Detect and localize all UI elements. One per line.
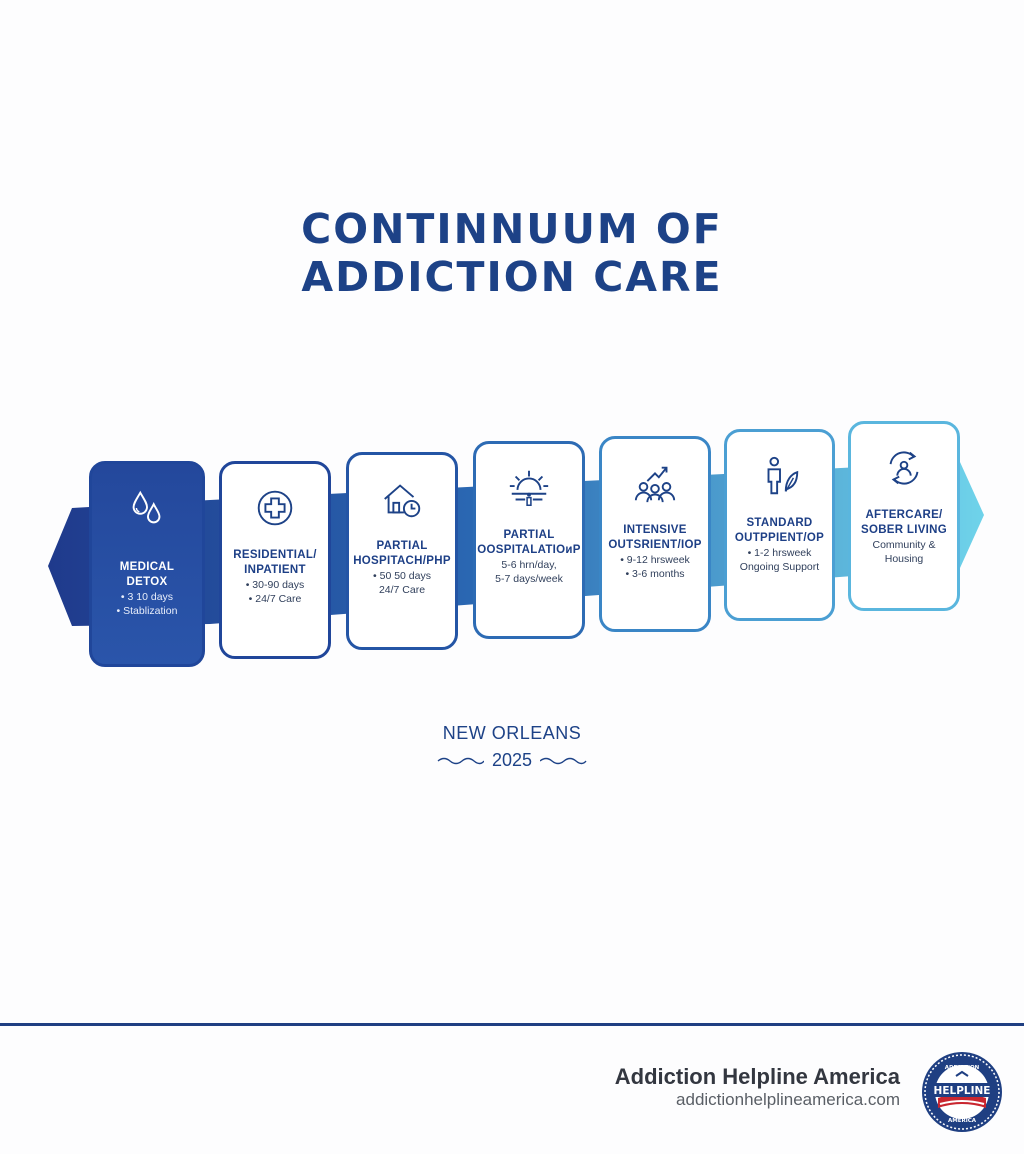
title-line-1: CONTINNUUM OF [301, 205, 723, 253]
stage-card: MEDICAL DETOX • 3 10 days • Stablization [89, 461, 205, 667]
stage-label: AFTERCARE/SOBER LIVING [857, 508, 951, 538]
location-label: NEW ORLEANS [442, 723, 582, 743]
year-label: 2025 [491, 750, 533, 770]
brand-url[interactable]: addictionhelplineamerica.com [676, 1090, 900, 1109]
water-drops-icon [124, 486, 170, 530]
stage-label-line: HOSPITACH/PHP [353, 555, 451, 567]
stage-label-line: OOSPITALATIOᴎP [477, 544, 581, 556]
stage-label-line: AFTERCARE/ [865, 509, 943, 521]
stage-label-line: PARTIAL [503, 529, 555, 541]
stage-detail: Ongoing Support [739, 561, 820, 573]
title-line-2: ADDICTION CARE [301, 253, 723, 301]
stage-detail: • 9-12 hrsweek [620, 554, 690, 566]
wave-right-icon [540, 757, 587, 764]
stage-detail: • Stablization [116, 605, 178, 617]
svg-text:ADDICTION: ADDICTION [945, 1065, 980, 1071]
stage-label: PARTIAL HOSPITACH/PHP [349, 539, 455, 569]
page-title: CONTINNUUM OF ADDICTION CARE [0, 205, 1024, 301]
stage-label-line: INPATIENT [244, 564, 306, 576]
stage-detail: • 3-6 months [625, 568, 685, 580]
brand-name: Addiction Helpline America [614, 1064, 900, 1089]
medical-cross-icon [252, 486, 298, 530]
stage-detail: 5-6 hrn/day, [501, 559, 557, 571]
stage-detail: • 1-2 hrsweek [747, 547, 812, 559]
svg-text:AMERICA: AMERICA [948, 1118, 977, 1124]
stage-card: INTENSIVE OUTSRIENT/IOP • 9-12 hrsweek • 3-… [599, 436, 711, 632]
stage-label: RESIDENTIAL/INPATIENT [229, 548, 320, 578]
brand-block: Addiction Helpline America addictionhelp… [615, 1064, 900, 1110]
stage-detail: Community & [872, 539, 936, 551]
recycle-person-icon [881, 446, 927, 490]
stage-label-line: INTENSIVE [623, 524, 687, 536]
sunrise-person-icon [506, 466, 552, 510]
person-leaf-icon [757, 454, 803, 498]
stage-card: PARTIAL HOSPITACH/PHP • 50 50 days 24/7 Car… [346, 452, 458, 650]
group-growth-icon [632, 461, 678, 505]
year-row: 2025 [0, 750, 1024, 771]
stage-label-line: SOBER LIVING [860, 524, 948, 536]
stage-label: INTENSIVE OUTSRIENT/IOP [604, 523, 705, 553]
stage-label-line: OUTSRIENT/IOP [608, 539, 702, 551]
stage-card: PARTIAL OOSPITALATIOᴎP 5-6 hrn/day, 5-7 day… [473, 441, 585, 639]
stage-label: PARTIAL OOSPITALATIOᴎP [473, 528, 584, 558]
stage-detail: • 3 10 days [120, 591, 174, 603]
stage-card: RESIDENTIAL/INPATIENT• 30-90 days• 24/7 … [219, 461, 331, 659]
stage-label: MEDICAL DETOX [116, 560, 179, 590]
stage-label: STANDARD OUTPPIENT/OP [731, 516, 828, 546]
stage-label-line: MEDICAL [119, 561, 175, 573]
svg-text:HELPLINE: HELPLINE [934, 1085, 991, 1097]
wave-left-icon [437, 757, 484, 764]
stage-label-line: DETOX [126, 576, 168, 588]
stage-detail: • 30-90 days [245, 579, 305, 591]
helpline-seal-logo: HELPLINE ADDICTION AMERICA [922, 1052, 1002, 1132]
stage-label-line: STANDARD [746, 517, 813, 529]
stage-detail: 24/7 Care [378, 584, 426, 596]
footer-divider [0, 1023, 1024, 1026]
stage-detail: • 50 50 days [373, 570, 431, 582]
house-clock-icon [379, 477, 425, 521]
stage-label-line: RESIDENTIAL/ [233, 549, 317, 561]
stage-label-line: PARTIAL [376, 540, 428, 552]
stage-detail: 5-7 days/week [495, 573, 563, 585]
stage-label-line: OUTPPIENT/OP [734, 532, 825, 544]
stage-detail: • 24/7 Care [248, 593, 302, 605]
stage-detail: Housing [884, 553, 924, 565]
